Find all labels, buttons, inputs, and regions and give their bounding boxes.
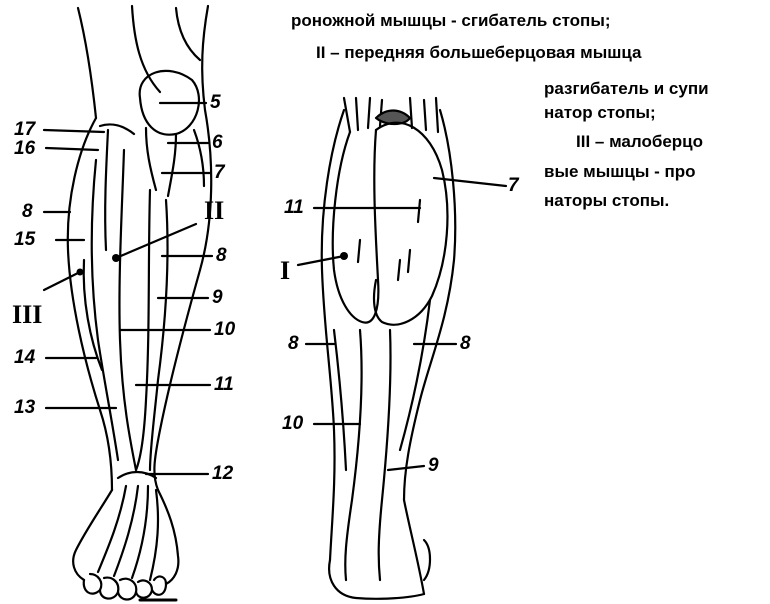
caption-line-5: III – малоберцо [576, 133, 703, 150]
back-label-10: 10 [282, 414, 303, 433]
back-label-9: 9 [428, 456, 439, 475]
caption-line-4: натор стопы; [544, 104, 656, 121]
front-label-5: 5 [210, 93, 221, 112]
front-label-17: 17 [14, 120, 35, 139]
front-label-roman-3: III [12, 302, 42, 328]
front-label-11: 11 [214, 375, 234, 394]
caption-line-1: роножной мышцы - сгибатель стопы; [291, 12, 611, 29]
front-label-12: 12 [212, 464, 233, 483]
front-leg-drawing [68, 6, 211, 600]
front-label-6: 6 [212, 133, 223, 152]
back-label-7: 7 [508, 176, 519, 195]
front-label-14: 14 [14, 348, 35, 367]
back-label-8-right: 8 [460, 334, 471, 353]
front-label-10: 10 [214, 320, 235, 339]
front-leader-lines [44, 103, 212, 474]
back-label-8-left: 8 [288, 334, 299, 353]
caption-line-2: II – передняя большеберцовая мышца [316, 44, 642, 61]
caption-line-7: наторы стопы. [544, 192, 669, 209]
back-label-11: 11 [284, 198, 304, 217]
front-label-8-left: 8 [22, 202, 33, 221]
front-label-9: 9 [212, 288, 223, 307]
front-label-8-right: 8 [216, 246, 227, 265]
front-label-7: 7 [214, 163, 225, 182]
front-label-15: 15 [14, 230, 35, 249]
front-label-roman-2: II [204, 198, 224, 224]
front-label-13: 13 [14, 398, 35, 417]
back-label-roman-1: I [280, 258, 290, 284]
caption-line-6: вые мышцы - про [544, 163, 696, 180]
caption-line-3: разгибатель и супи [544, 80, 709, 97]
front-label-16: 16 [14, 139, 35, 158]
back-leg-drawing [322, 98, 455, 599]
